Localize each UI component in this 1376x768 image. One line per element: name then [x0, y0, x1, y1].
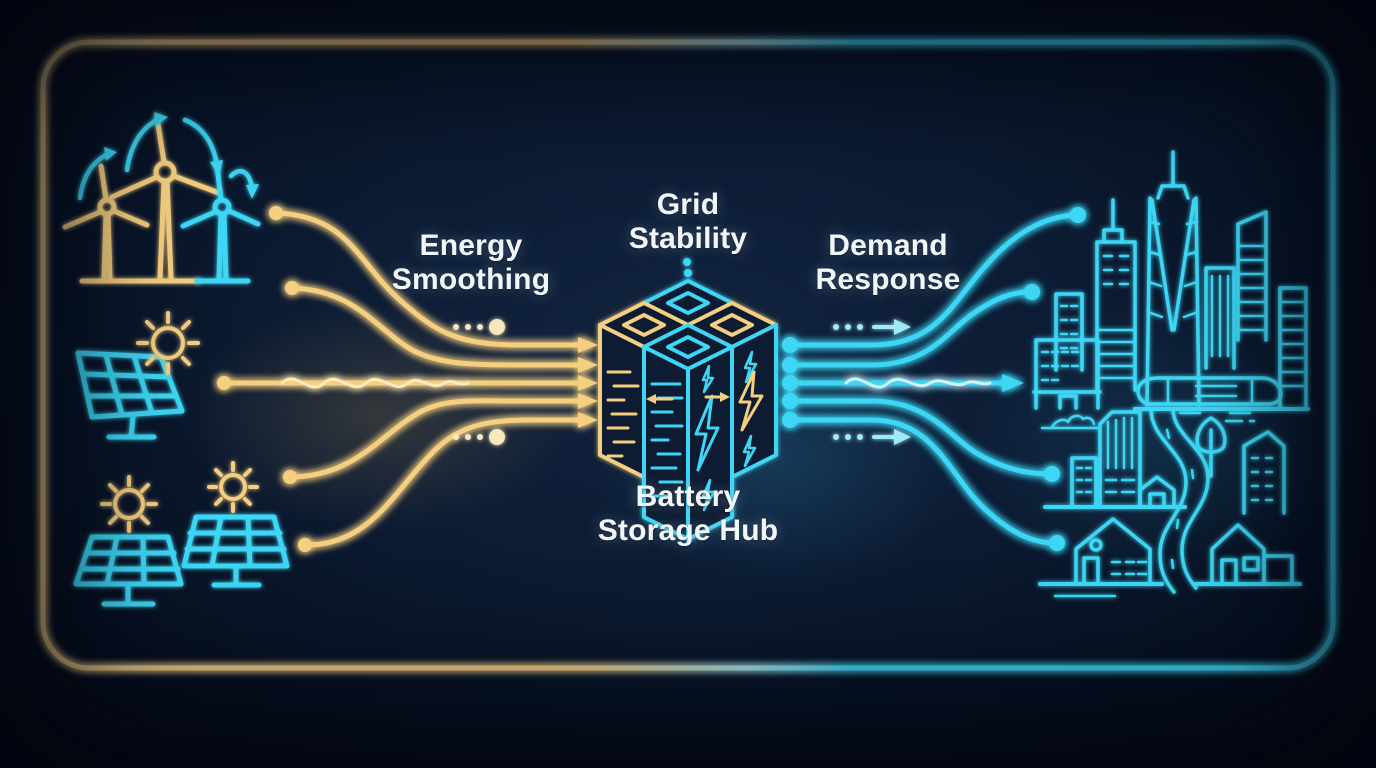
dotted-accents-left: [453, 319, 505, 445]
wind-turbine-cyan-icon: [180, 163, 261, 284]
wind-turbines-icon: [62, 115, 222, 284]
sun-icon: [136, 311, 200, 375]
rotation-arrows-icon: [77, 112, 259, 201]
solar-panel-icon: [75, 350, 185, 440]
battery-storage-hub-label: Battery Storage Hub: [597, 480, 779, 547]
city-skyline-icon: [1032, 150, 1310, 598]
energy-flow-lines-right: [782, 207, 1086, 551]
smoothing-wave: [844, 377, 992, 389]
demand-response-label: Demand Response: [815, 229, 961, 296]
dotted-accents-right: [833, 319, 911, 445]
solar-farm-icon: [73, 514, 290, 607]
energy-smoothing-label: Energy Smoothing: [391, 229, 551, 296]
battery-storage-hub-icon: [598, 279, 778, 541]
sun-icon: [100, 461, 259, 533]
smoothing-wave: [280, 377, 470, 389]
grid-stability-label: Grid Stability: [628, 188, 748, 255]
neon-frame-border: [40, 39, 1336, 671]
charge-arrows-icon: [646, 392, 730, 404]
energy-flow-lines-left: [217, 206, 598, 552]
